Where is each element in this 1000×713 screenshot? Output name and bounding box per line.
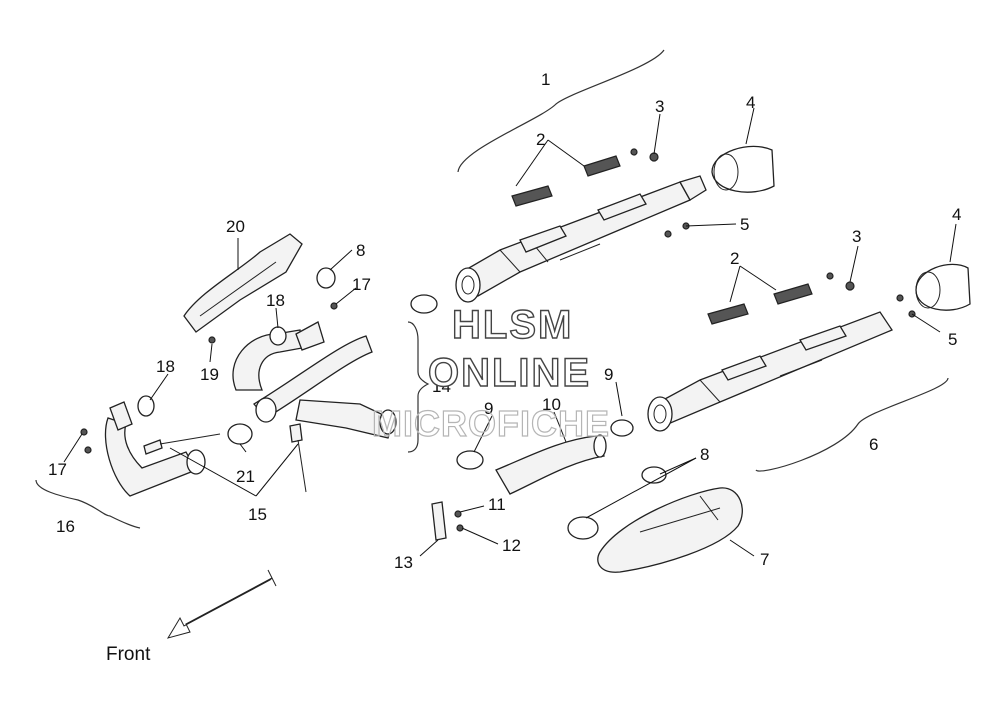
callout-5b: 5 xyxy=(948,330,957,349)
front-label: Front xyxy=(106,644,151,665)
brace-part-16 xyxy=(35,479,141,529)
upper-heat-shield xyxy=(183,233,303,344)
callout-4b: 4 xyxy=(952,205,961,224)
oxygen-sensors xyxy=(143,423,307,493)
callout-2b: 2 xyxy=(730,249,739,268)
watermark: HLSM ONLINE MICROFICHE xyxy=(371,302,610,444)
callout-21: 21 xyxy=(236,467,255,486)
callout-9b: 9 xyxy=(484,399,493,418)
upper-end-cap xyxy=(711,145,775,193)
watermark-line-2: ONLINE xyxy=(428,351,591,395)
header-pipes xyxy=(232,321,397,439)
lower-end-cap xyxy=(915,263,971,311)
callout-1: 1 xyxy=(541,70,550,89)
lower-heat-shield-pads xyxy=(707,283,813,325)
callout-10: 10 xyxy=(542,395,561,414)
lower-screws xyxy=(826,272,916,318)
callout-13: 13 xyxy=(394,553,413,572)
callout-3b: 3 xyxy=(852,227,861,246)
callout-20: 20 xyxy=(226,217,245,236)
callout-18b: 18 xyxy=(266,291,285,310)
brace-part-1 xyxy=(457,49,665,173)
upper-muffler xyxy=(455,175,707,303)
gaskets xyxy=(137,267,336,417)
callout-4: 4 xyxy=(746,93,755,112)
front-arrow xyxy=(166,569,277,639)
callout-18: 18 xyxy=(156,357,175,376)
brace-part-6 xyxy=(755,377,949,472)
callout-12: 12 xyxy=(502,536,521,555)
callout-6: 6 xyxy=(869,435,878,454)
hanger-bracket xyxy=(431,501,464,541)
lower-muffler xyxy=(647,311,893,432)
callout-17b: 17 xyxy=(352,275,371,294)
brace-part-14 xyxy=(407,321,430,453)
callout-19: 19 xyxy=(200,365,219,384)
rear-clamp xyxy=(567,466,667,540)
mid-pipe-clamps xyxy=(410,294,634,470)
callout-2: 2 xyxy=(536,130,545,149)
mid-pipe xyxy=(495,434,607,495)
callout-3: 3 xyxy=(655,97,664,116)
watermark-line-3: MICROFICHE xyxy=(372,403,610,444)
callout-14: 14 xyxy=(432,377,451,396)
watermark-line-1: HLSM xyxy=(452,303,573,347)
callout-16: 16 xyxy=(56,517,75,536)
front-clamp xyxy=(227,423,253,445)
callout-17: 17 xyxy=(48,460,67,479)
callout-9: 9 xyxy=(604,365,613,384)
rear-heat-shield xyxy=(597,487,743,573)
nuts xyxy=(80,302,338,454)
upper-heat-shield-pads xyxy=(511,155,621,207)
callout-numbers: 1 2 3 4 5 2 3 4 5 6 7 8 9 10 9 11 12 13 … xyxy=(48,70,961,572)
callout-11: 11 xyxy=(488,495,506,514)
leader-lines xyxy=(63,107,957,557)
callout-7: 7 xyxy=(760,550,769,569)
callout-5: 5 xyxy=(740,215,749,234)
callout-8b: 8 xyxy=(356,241,365,260)
callout-8: 8 xyxy=(700,445,709,464)
callout-15: 15 xyxy=(248,505,267,524)
